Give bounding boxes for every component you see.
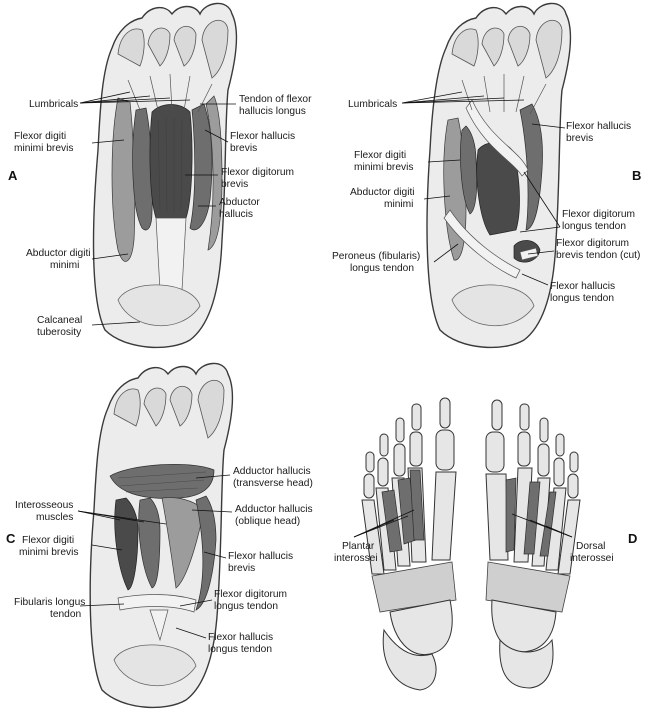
panel-d-left-foot-skeleton: [361, 397, 457, 691]
b-label-pl-2: longus tendon: [350, 263, 414, 274]
b-label-fdbcut-2: brevis tendon (cut): [556, 250, 640, 261]
c-label-fdl-2: longus tendon: [214, 601, 278, 612]
panel-a-letter: A: [8, 168, 18, 183]
panel-d-letter: D: [628, 531, 637, 546]
c-label-fl-1: Fibularis longus: [14, 597, 85, 608]
c-label-fhb-1: Flexor hallucis: [228, 551, 293, 562]
panel-d-right-foot-skeleton: [485, 399, 581, 689]
c-label-aht-1: Adductor hallucis: [233, 466, 311, 477]
d-label-di-2: interossei: [570, 553, 614, 564]
panel-c-foot-illustration: [89, 362, 233, 709]
a-label-fhb-1: Flexor hallucis: [230, 131, 295, 142]
panel-b-leader-lines: [401, 91, 566, 286]
a-label-ct-2: tuberosity: [37, 327, 82, 338]
a-label-adm-2: minimi: [50, 260, 79, 271]
a-label-fhb-2: brevis: [230, 143, 257, 154]
panel-b: B Lumbricals Flexor hallucis brevis Flex…: [332, 2, 641, 349]
b-label-fhl-2: longus tendon: [550, 293, 614, 304]
c-label-fhl-1: Flexor hallucis: [208, 632, 273, 643]
panel-d-leader-lines: [353, 509, 573, 538]
d-label-pi-1: Plantar: [342, 541, 375, 552]
b-label-pl-1: Peroneus (fibularis): [332, 251, 420, 262]
c-label-fhb-2: brevis: [228, 563, 255, 574]
a-label-ah-1: Abductor: [219, 197, 260, 208]
b-label-fhb-1: Flexor hallucis: [566, 121, 631, 132]
b-label-fhl-1: Flexor hallucis: [550, 281, 615, 292]
panel-a: A Lumbricals Tendon of flexor hallucis l…: [8, 2, 312, 349]
b-label-fdbcut-1: Flexor digitorum: [556, 238, 629, 249]
a-label-fdmb-2: minimi brevis: [14, 143, 73, 154]
a-label-fdb-2: brevis: [221, 179, 248, 190]
b-label-adm-1: Abductor digiti: [350, 187, 415, 198]
panel-b-foot-illustration: [426, 2, 571, 349]
b-label-adm-2: minimi: [384, 199, 413, 210]
b-label-fdmb-2: minimi brevis: [354, 162, 413, 173]
a-label-fdmb-1: Flexor digiti: [14, 131, 66, 142]
a-label-ct-1: Calcaneal: [37, 315, 82, 326]
panel-d: D Plantar interossei Dorsal interossei: [334, 397, 637, 691]
c-label-fdmb-1: Flexor digiti: [22, 535, 74, 546]
c-label-fhl-2: longus tendon: [208, 644, 272, 655]
b-label-fdl-2: longus tendon: [562, 221, 626, 232]
c-label-int-1: Interosseous: [15, 500, 73, 511]
panel-c-letter: C: [6, 531, 16, 546]
c-label-aho-2: (oblique head): [235, 516, 300, 527]
a-label-adm-1: Abductor digiti: [26, 248, 91, 259]
c-label-aho-1: Adductor hallucis: [235, 504, 313, 515]
a-label-tendon-fhl-2: hallucis longus: [239, 106, 306, 117]
a-label-lumbricals: Lumbricals: [29, 99, 78, 110]
panel-c-leader-lines: [77, 474, 233, 639]
panel-b-letter: B: [632, 168, 641, 183]
c-label-int-2: muscles: [36, 512, 73, 523]
b-label-fdl-1: Flexor digitorum: [562, 209, 635, 220]
a-label-fdb-1: Flexor digitorum: [221, 167, 294, 178]
b-label-fdmb-1: Flexor digiti: [354, 150, 406, 161]
a-label-ah-2: hallucis: [219, 209, 253, 220]
d-label-pi-2: interossei: [334, 553, 378, 564]
c-label-fdmb-2: minimi brevis: [19, 547, 78, 558]
a-label-tendon-fhl-1: Tendon of flexor: [239, 94, 312, 105]
d-label-di-1: Dorsal: [576, 541, 605, 552]
panel-a-foot-illustration: [92, 2, 237, 349]
c-label-fl-2: tendon: [50, 609, 81, 620]
b-label-lumbricals: Lumbricals: [348, 99, 397, 110]
panel-c: C Adductor hallucis (transverse head) In…: [6, 362, 313, 709]
b-label-fhb-2: brevis: [566, 133, 593, 144]
panel-a-leader-lines: [79, 91, 236, 326]
c-label-aht-2: (transverse head): [233, 478, 313, 489]
c-label-fdl-1: Flexor digitorum: [214, 589, 287, 600]
